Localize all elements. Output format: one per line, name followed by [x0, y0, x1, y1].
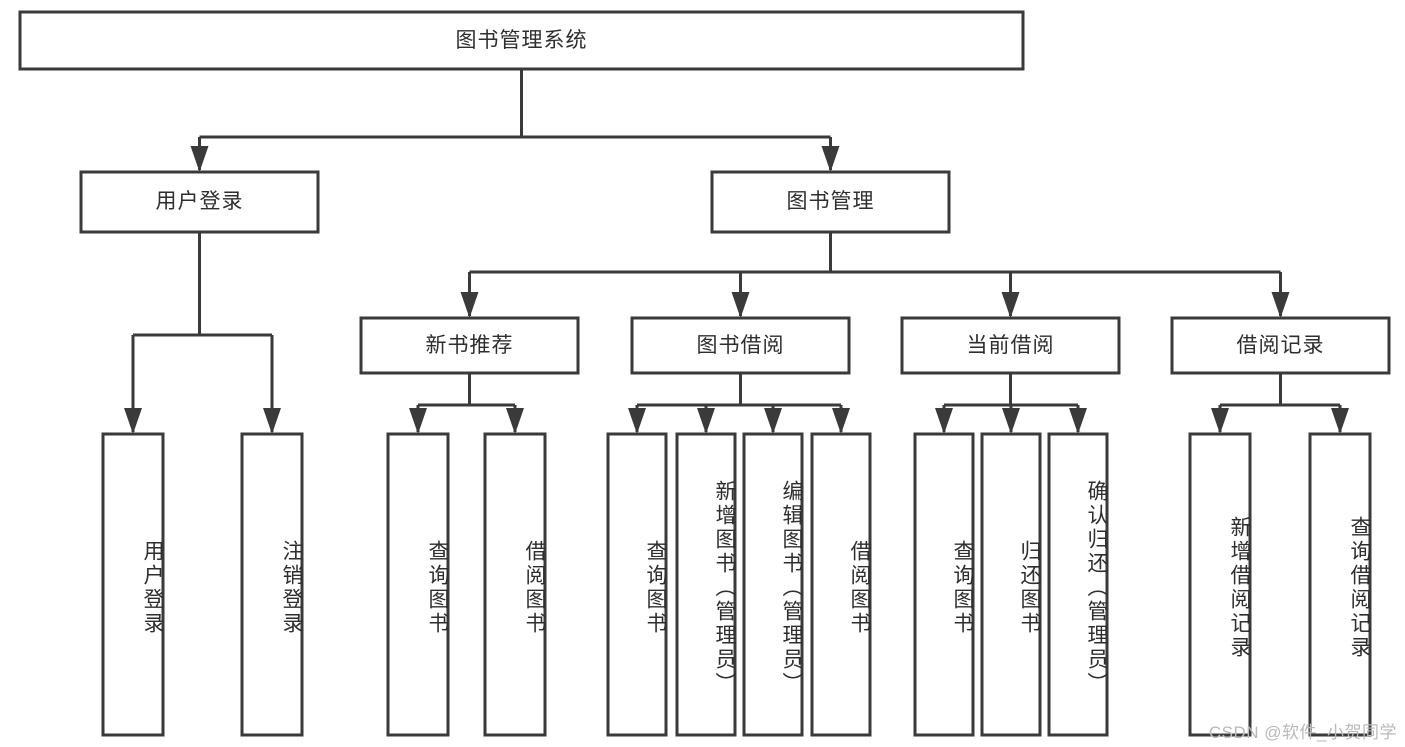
arrow-head-leaf-login-1 — [124, 408, 142, 434]
arrow-head-leaf-current-1 — [935, 408, 953, 434]
node-box-leaf-newbook-1[interactable] — [386, 432, 450, 737]
node-box-leaf-borrow-4[interactable] — [810, 432, 872, 737]
node-box-leaf-login-2[interactable] — [240, 432, 304, 737]
node-box-records[interactable] — [1170, 316, 1391, 375]
arrow-head-leaf-borrow-2 — [697, 408, 715, 434]
arrow-head-login — [190, 146, 209, 172]
arrow-head-leaf-newbook-2 — [506, 408, 524, 434]
arrow-head-bookmgmt — [821, 146, 840, 172]
node-boxes-layer — [18, 10, 1391, 737]
arrow-head-current — [1001, 292, 1020, 318]
arrow-head-newbook — [460, 292, 479, 318]
node-box-leaf-current-3[interactable] — [1047, 432, 1109, 737]
node-box-login[interactable] — [79, 170, 320, 234]
node-box-leaf-login-1[interactable] — [101, 432, 165, 737]
arrow-head-leaf-records-1 — [1211, 408, 1229, 434]
node-box-leaf-records-2[interactable] — [1308, 432, 1372, 737]
node-box-root[interactable] — [18, 10, 1025, 71]
arrow-head-leaf-newbook-1 — [409, 408, 427, 434]
arrow-head-leaf-borrow-4 — [832, 408, 850, 434]
arrow-head-leaf-current-2 — [1002, 408, 1020, 434]
node-box-leaf-borrow-2[interactable] — [675, 432, 737, 737]
arrow-head-leaf-borrow-3 — [764, 408, 782, 434]
node-box-leaf-records-1[interactable] — [1188, 432, 1252, 737]
node-box-current[interactable] — [900, 316, 1121, 375]
arrow-head-leaf-records-2 — [1331, 408, 1349, 434]
arrow-head-leaf-login-2 — [263, 408, 281, 434]
arrow-head-records — [1271, 292, 1290, 318]
node-box-leaf-newbook-2[interactable] — [483, 432, 547, 737]
arrow-head-borrow — [731, 292, 750, 318]
node-box-borrow[interactable] — [630, 316, 851, 375]
node-box-leaf-borrow-1[interactable] — [606, 432, 668, 737]
node-box-newbook[interactable] — [359, 316, 580, 375]
csdn-watermark: CSDN @软件_小贺同学 — [1208, 723, 1397, 742]
node-box-leaf-borrow-3[interactable] — [742, 432, 804, 737]
node-box-leaf-current-1[interactable] — [913, 432, 975, 737]
node-box-leaf-current-2[interactable] — [980, 432, 1042, 737]
arrow-head-leaf-current-3 — [1069, 408, 1087, 434]
node-box-bookmgmt[interactable] — [710, 170, 951, 234]
arrow-head-leaf-borrow-1 — [628, 408, 646, 434]
connectors-layer — [124, 69, 1349, 434]
